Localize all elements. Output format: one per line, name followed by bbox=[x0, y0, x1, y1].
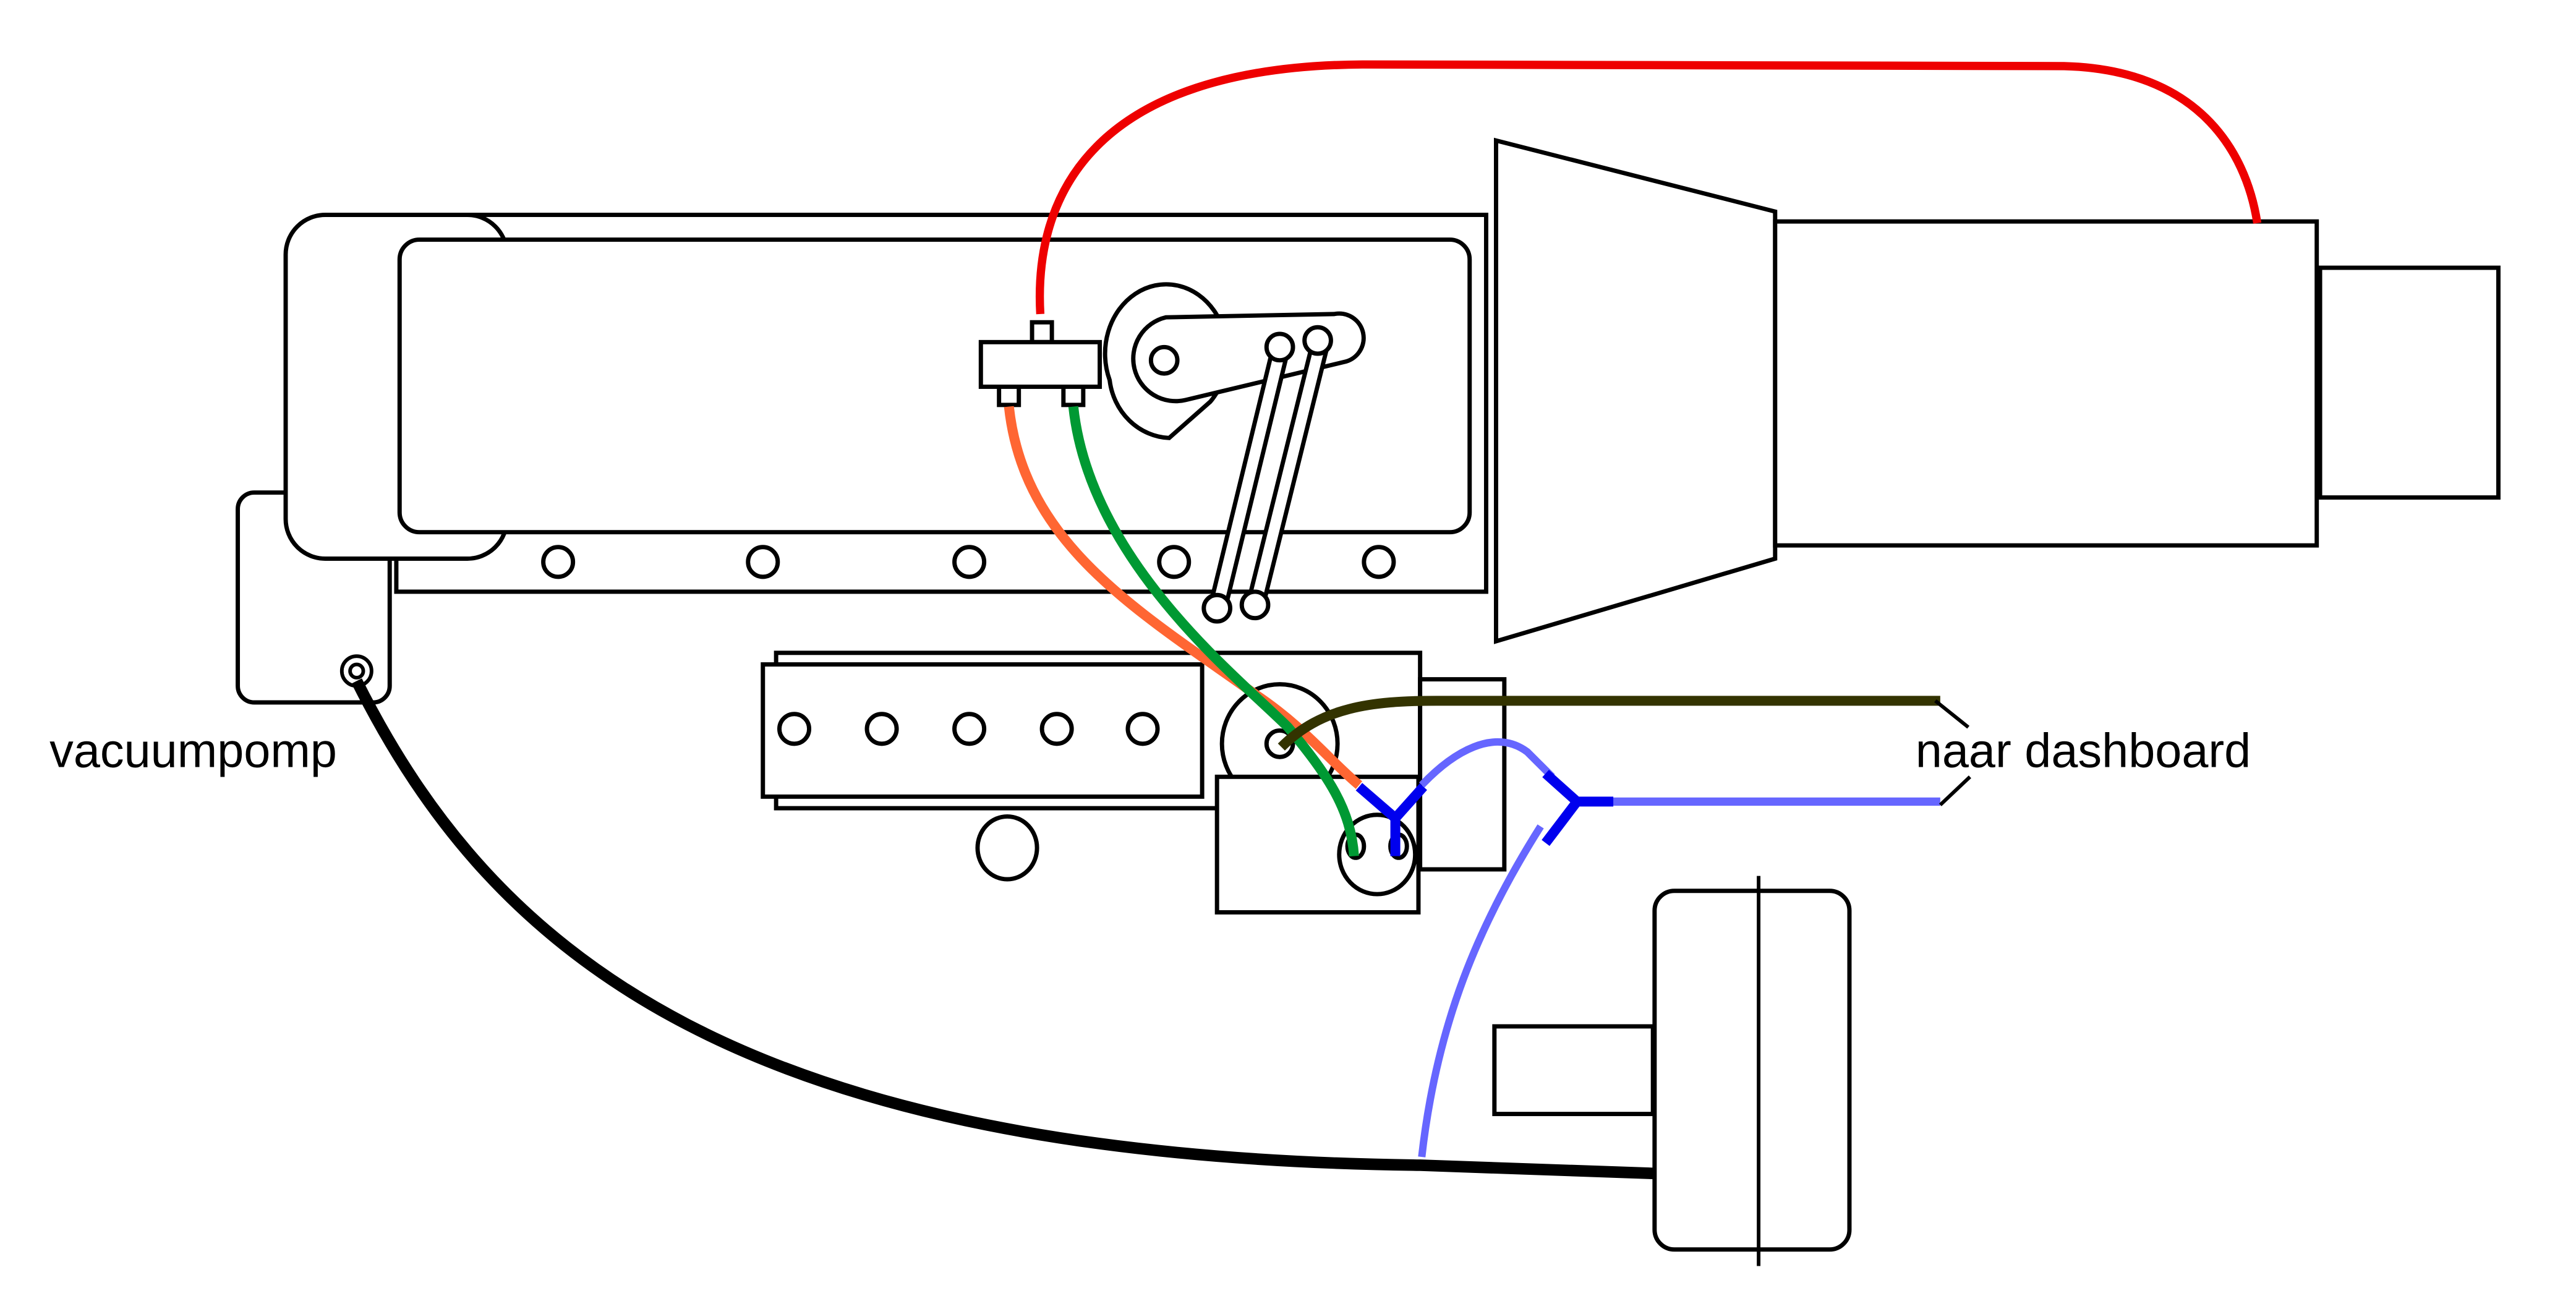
black-vacuum-hose bbox=[351, 678, 1655, 1180]
rail-hole-3 bbox=[952, 712, 987, 746]
wires bbox=[351, 60, 2262, 1180]
vacuum-pump-port-inner bbox=[348, 662, 365, 680]
switch-assembly bbox=[978, 282, 1366, 624]
linkage-pin-bottom-2 bbox=[1239, 589, 1271, 621]
light-blue-hose-loop bbox=[1418, 738, 1555, 788]
microswitch-terminal-2 bbox=[1061, 385, 1086, 407]
linkage-pin-bottom-1 bbox=[1201, 592, 1233, 624]
valve-block bbox=[761, 650, 1507, 915]
valve-side-plate bbox=[1418, 677, 1507, 872]
servo-body bbox=[1652, 889, 1852, 1252]
rail-hole-5 bbox=[1125, 712, 1160, 746]
olive-wire bbox=[1277, 696, 1940, 751]
microswitch-terminal-1 bbox=[997, 385, 1021, 407]
mount-bolt-1 bbox=[541, 545, 576, 579]
valve-drain-plug bbox=[975, 814, 1039, 882]
vacuum-pump-label: vacuumpomp bbox=[49, 724, 337, 777]
red-wire bbox=[1036, 60, 2262, 315]
motor-assembly bbox=[1494, 137, 2501, 644]
y-connector-left bbox=[1355, 783, 1427, 856]
microswitch-plunger bbox=[1030, 320, 1054, 344]
rail-hole-1 bbox=[777, 712, 812, 746]
light-blue-hose-to-servo bbox=[1418, 824, 1544, 1158]
green-wire bbox=[1068, 406, 1359, 857]
dashboard-leader-top bbox=[1934, 699, 1970, 729]
microswitch-body bbox=[978, 339, 1102, 389]
motor-body bbox=[1773, 219, 2319, 548]
mount-bolt-2 bbox=[746, 545, 780, 579]
motor-bell-housing bbox=[1494, 137, 1778, 644]
cam-pivot bbox=[1148, 344, 1180, 376]
to-dashboard-label: naar dashboard bbox=[1916, 724, 2251, 777]
linkage-pin-top-1 bbox=[1264, 331, 1295, 363]
rail-hole-4 bbox=[1039, 712, 1074, 746]
servo-stem bbox=[1492, 1024, 1655, 1117]
mount-bolt-4 bbox=[1157, 545, 1192, 579]
mount-bolt-5 bbox=[1362, 545, 1396, 579]
motor-end-cap bbox=[2318, 265, 2501, 500]
vacuum-servo bbox=[1492, 876, 1852, 1266]
y-connector-right bbox=[1542, 769, 1614, 846]
dashboard-leader-bottom bbox=[1938, 775, 1971, 806]
mount-bolt-3 bbox=[952, 545, 987, 579]
orange-wire bbox=[1004, 406, 1362, 789]
linkage-pin-top-2 bbox=[1302, 325, 1333, 356]
rail-hole-2 bbox=[864, 712, 899, 746]
